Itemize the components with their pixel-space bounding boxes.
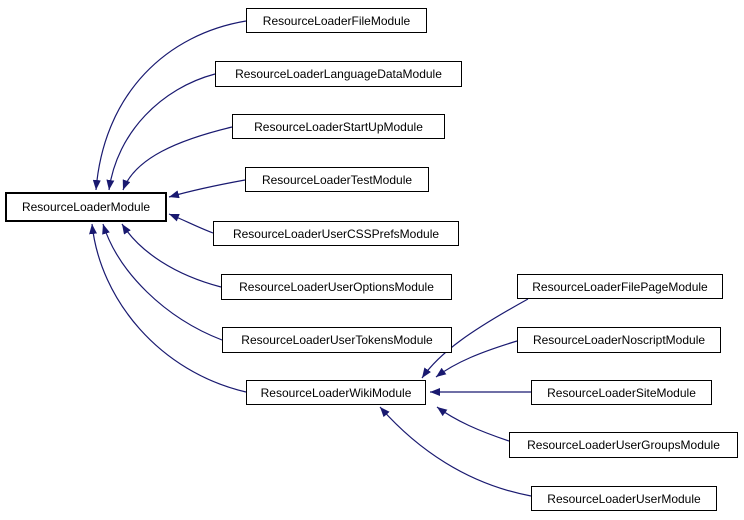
edge-ResourceLoaderUserTokensModule-to-ResourceLoaderModule <box>102 223 223 341</box>
node-ResourceLoaderWikiModule[interactable]: ResourceLoaderWikiModule <box>246 380 426 405</box>
node-label: ResourceLoaderUserOptionsModule <box>239 280 434 294</box>
node-ResourceLoaderUserCSSPrefsModule[interactable]: ResourceLoaderUserCSSPrefsModule <box>213 221 459 246</box>
node-ResourceLoaderUserTokensModule[interactable]: ResourceLoaderUserTokensModule <box>222 327 452 353</box>
node-label: ResourceLoaderLanguageDataModule <box>235 67 442 81</box>
node-ResourceLoaderNoscriptModule[interactable]: ResourceLoaderNoscriptModule <box>517 327 721 353</box>
node-ResourceLoaderStartUpModule[interactable]: ResourceLoaderStartUpModule <box>232 114 445 139</box>
node-ResourceLoaderFilePageModule[interactable]: ResourceLoaderFilePageModule <box>517 274 723 299</box>
node-label: ResourceLoaderSiteModule <box>547 385 696 400</box>
edge-ResourceLoaderUserModule-to-ResourceLoaderWikiModule <box>379 406 532 497</box>
edge-ResourceLoaderStartUpModule-to-ResourceLoaderModule <box>122 126 233 191</box>
edge-ResourceLoaderWikiModule-to-ResourceLoaderModule <box>89 223 247 393</box>
node-label: ResourceLoaderFileModule <box>262 13 411 28</box>
edge-ResourceLoaderLanguageDataModule-to-ResourceLoaderModule <box>106 73 216 191</box>
node-ResourceLoaderFileModule[interactable]: ResourceLoaderFileModule <box>246 8 427 33</box>
node-ResourceLoaderUserModule[interactable]: ResourceLoaderUserModule <box>531 486 717 511</box>
edge-ResourceLoaderNoscriptModule-to-ResourceLoaderWikiModule <box>435 340 518 378</box>
edge-ResourceLoaderFilePageModule-to-ResourceLoaderWikiModule <box>421 298 529 379</box>
node-label: ResourceLoaderUserModule <box>547 491 701 506</box>
node-label: ResourceLoaderNoscriptModule <box>532 333 706 347</box>
node-ResourceLoaderSiteModule[interactable]: ResourceLoaderSiteModule <box>531 380 712 405</box>
node-label: ResourceLoaderStartUpModule <box>254 119 423 134</box>
node-ResourceLoaderTestModule[interactable]: ResourceLoaderTestModule <box>245 167 429 192</box>
node-label: ResourceLoaderUserGroupsModule <box>527 438 720 452</box>
edge-ResourceLoaderUserGroupsModule-to-ResourceLoaderWikiModule <box>436 406 510 442</box>
node-ResourceLoaderModule[interactable]: ResourceLoaderModule <box>5 192 167 222</box>
node-label: ResourceLoaderWikiModule <box>260 385 412 400</box>
node-label: ResourceLoaderTestModule <box>261 172 413 187</box>
node-label: ResourceLoaderUserCSSPrefsModule <box>232 226 440 241</box>
node-ResourceLoaderUserGroupsModule[interactable]: ResourceLoaderUserGroupsModule <box>509 432 738 458</box>
node-ResourceLoaderUserOptionsModule[interactable]: ResourceLoaderUserOptionsModule <box>221 274 452 300</box>
node-label: ResourceLoaderModule <box>21 200 151 214</box>
edge-ResourceLoaderUserCSSPrefsModule-to-ResourceLoaderModule <box>168 213 214 234</box>
node-label: ResourceLoaderUserTokensModule <box>241 333 433 347</box>
edge-ResourceLoaderFileModule-to-ResourceLoaderModule <box>92 20 247 191</box>
node-label: ResourceLoaderFilePageModule <box>532 279 708 294</box>
node-ResourceLoaderLanguageDataModule[interactable]: ResourceLoaderLanguageDataModule <box>215 61 462 87</box>
edge-ResourceLoaderTestModule-to-ResourceLoaderModule <box>168 179 246 199</box>
edge-ResourceLoaderUserOptionsModule-to-ResourceLoaderModule <box>121 223 222 288</box>
